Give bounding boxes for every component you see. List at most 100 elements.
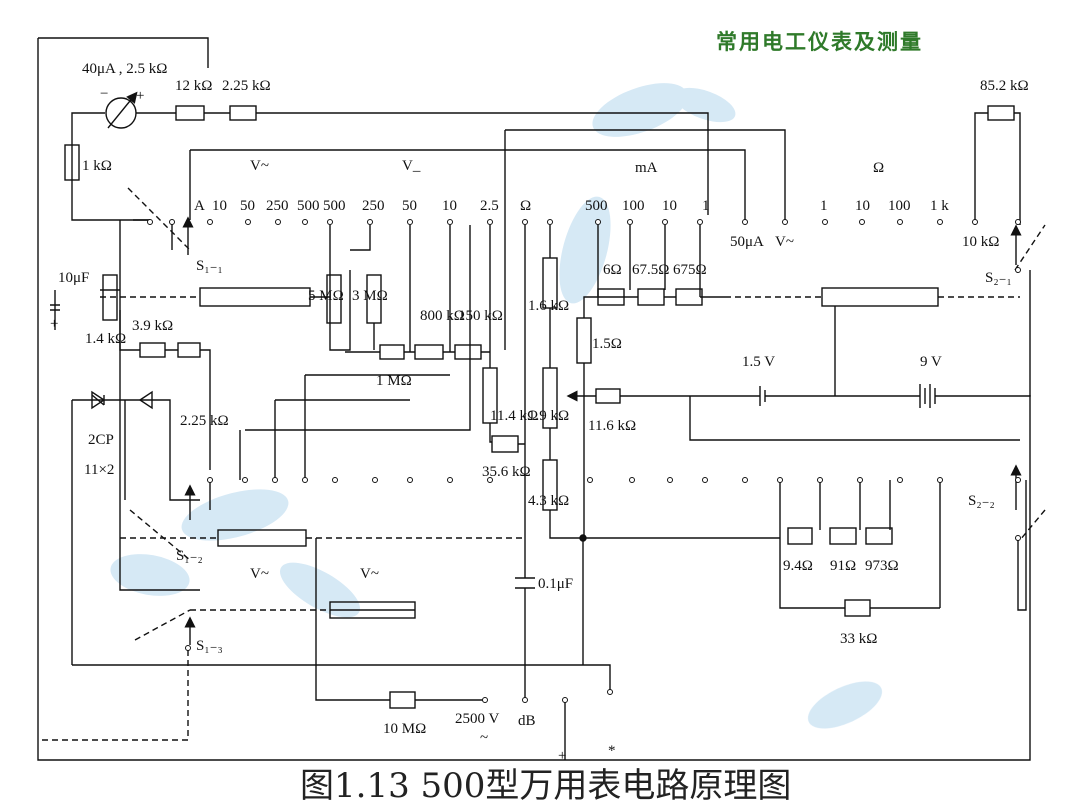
label-star-term: * (608, 743, 616, 759)
label-vac-under-2: V~ (360, 566, 379, 582)
wire-meter-left (71, 112, 150, 221)
label-r225k-top: 2.25 kΩ (222, 78, 271, 94)
resistor-33k (844, 599, 871, 617)
label-r3m: 3 MΩ (352, 288, 388, 304)
label-r6: 6Ω (603, 262, 622, 278)
label-s21: S₂₋₁ (985, 270, 1012, 286)
label-r39k: 3.9 kΩ (132, 318, 173, 334)
resistor-6 (597, 288, 625, 306)
label-diode: 2CP (88, 432, 114, 448)
resistor-3-9k (139, 342, 166, 358)
resistor-11-6k (595, 388, 621, 404)
resistor-9-4 (787, 527, 813, 545)
watermark-petal (110, 554, 190, 596)
label-r19k: 1.9 kΩ (528, 408, 569, 424)
label-s11: S₁₋₁ (196, 258, 223, 274)
label-meter-minus: − (100, 86, 108, 102)
label-r12k: 12 kΩ (175, 78, 212, 94)
label-vdc-10: 10 (442, 198, 457, 214)
resistor-973 (865, 527, 893, 545)
label-vdc-50: 50 (402, 198, 417, 214)
label-vac-50: 50 (240, 198, 255, 214)
label-r114k: 11.4 kΩ (490, 408, 538, 424)
label-diode-qty: 11×2 (84, 462, 114, 478)
label-cap01u: 0.1μF (538, 576, 573, 592)
label-vac-10: 10 (212, 198, 227, 214)
watermark-petal (181, 489, 289, 541)
label-r10m: 10 MΩ (383, 721, 426, 737)
resistor-1m (379, 344, 405, 360)
label-ohm-100: 100 (888, 198, 911, 214)
resistor-12k (175, 105, 205, 121)
resistor-800k (414, 344, 444, 360)
label-r94: 9.4Ω (783, 558, 813, 574)
label-tilde: ~ (480, 730, 488, 746)
label-s22: S₂₋₂ (968, 493, 995, 509)
label-plus-term: + (558, 748, 566, 764)
label-vdc-250: 250 (362, 198, 385, 214)
label-vac-250: 250 (266, 198, 289, 214)
label-bat9: 9 V (920, 354, 942, 370)
label-r675: 67.5Ω (632, 262, 669, 278)
resistor-bar-vac (217, 529, 307, 547)
resistor-2-25k-left (177, 342, 201, 358)
label-vdc-2-5: 2.5 (480, 198, 499, 214)
label-v2500: 2500 V (455, 711, 499, 727)
resistor-91 (829, 527, 857, 545)
resistor-5m (326, 274, 342, 324)
figure-caption: 图1.13 500型万用表电路原理图 (300, 766, 792, 806)
label-r1m: 1 MΩ (376, 373, 412, 389)
label-ma-1: 1 (702, 198, 710, 214)
header-title: 常用电工仪表及测量 (716, 30, 923, 54)
label-r225k-left: 2.25 kΩ (180, 413, 229, 429)
resistor-150k (454, 344, 482, 360)
label-r356k: 35.6 kΩ (482, 464, 531, 480)
label-db: dB (518, 713, 536, 729)
label-r675b: 675Ω (673, 262, 707, 278)
label-ma-100: 100 (622, 198, 645, 214)
label-vac-group: V~ (250, 158, 269, 174)
watermark-petal (280, 562, 360, 618)
label-ohm-10: 10 (855, 198, 870, 214)
resistor-35-6k (491, 435, 519, 453)
label-ohm-1: 1 (820, 198, 828, 214)
label-r150k: 150 kΩ (458, 308, 503, 324)
potentiometer-1-4k (102, 274, 118, 321)
wire-outer (37, 37, 1031, 761)
label-r973: 973Ω (865, 558, 899, 574)
label-r91: 91Ω (830, 558, 856, 574)
label-vac-under-1: V~ (250, 566, 269, 582)
label-r1k: 1 kΩ (82, 158, 112, 174)
label-cap-plus: + (50, 316, 58, 332)
label-r14k: 1.4 kΩ (85, 331, 126, 347)
label-r116k: 11.6 kΩ (588, 418, 636, 434)
label-vdc-500: 500 (323, 198, 346, 214)
resistor-10m (389, 691, 416, 709)
label-ohm-1k: 1 k (930, 198, 949, 214)
label-cap10u: 10μF (58, 270, 89, 286)
resistor-1k (64, 144, 80, 181)
resistor-bar-ohm (821, 287, 939, 307)
label-ma-group: mA (635, 160, 658, 176)
resistor-85-2k (987, 105, 1015, 121)
label-ua50: 50μA (730, 234, 764, 250)
label-s13: S₁₋₃ (196, 638, 223, 654)
watermark-petal (674, 87, 736, 123)
label-vtilde: V~ (775, 234, 794, 250)
resistor-67-5 (637, 288, 665, 306)
label-r800k: 800 kΩ (420, 308, 465, 324)
label-sw-A: A (194, 198, 205, 214)
watermark-petal (592, 83, 688, 137)
resistor-2-25k-top (229, 105, 257, 121)
label-sw-ohm: Ω (520, 198, 531, 214)
junction-dot (579, 534, 587, 542)
wire-top (170, 112, 709, 215)
resistor-675 (675, 288, 703, 306)
label-vac-500: 500 (297, 198, 320, 214)
label-s12: S₁₋₂ (176, 548, 203, 564)
label-r5m: 5 MΩ (308, 288, 344, 304)
label-meter: 40μA , 2.5 kΩ (82, 61, 167, 77)
label-r852k: 85.2 kΩ (980, 78, 1029, 94)
